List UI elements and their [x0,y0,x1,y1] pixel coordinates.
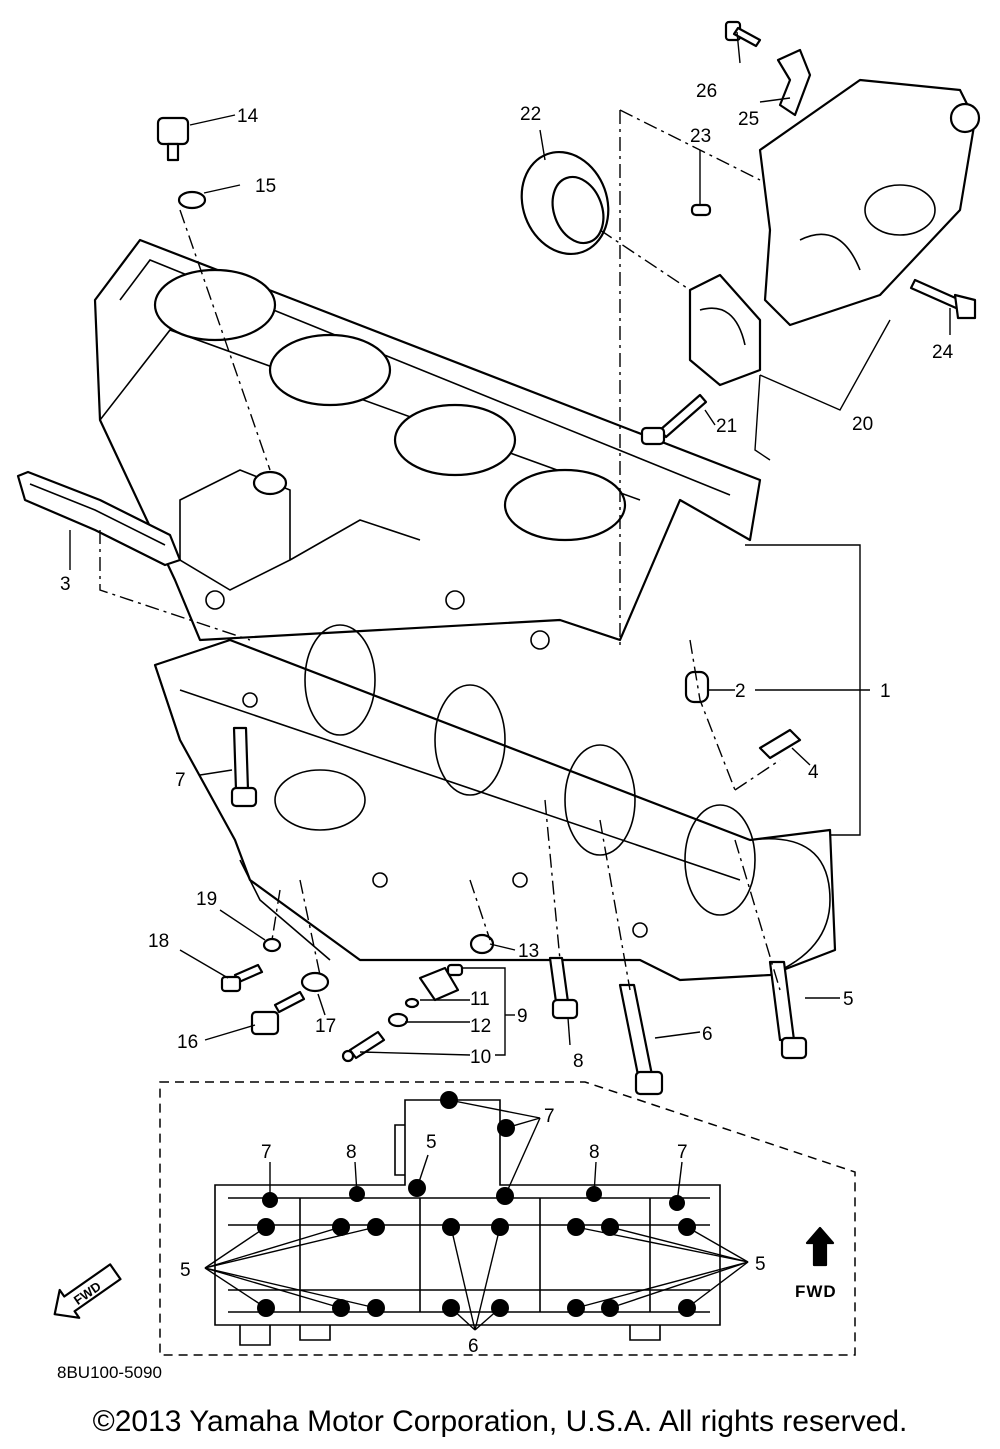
callout-16: 16 [177,1032,198,1053]
callout-9: 9 [517,1006,528,1027]
callout-22: 22 [520,104,541,125]
callout-17: 17 [315,1016,336,1037]
hardware [156,20,977,1096]
inset-callout-5-top: 5 [426,1132,437,1153]
callout-23: 23 [690,126,711,147]
inset-callout-7-top: 7 [544,1106,555,1127]
callout-25: 25 [738,109,759,130]
diagram-code: 8BU100-5090 [57,1363,162,1382]
callout-19: 19 [196,889,217,910]
callout-20: 20 [852,414,873,435]
callout-11: 11 [470,989,490,1010]
inset-callout-8-right: 8 [589,1142,600,1163]
callout-12: 12 [470,1016,491,1037]
callout-1: 1 [880,681,891,702]
callout-21: 21 [716,416,737,437]
fwd-badge-icon: FWD [53,1263,122,1319]
callout-14: 14 [237,106,259,127]
callout-6: 6 [702,1024,713,1045]
callout-24: 24 [932,342,954,363]
inset-callout-7-left: 7 [261,1142,272,1163]
lower-crankcase [153,624,837,982]
inset-callout-7-right: 7 [677,1142,688,1163]
bolt-layout-inset: 7 8 5 7 8 7 5 5 6 FWD FWD [53,1081,856,1357]
seal-housing [688,78,981,387]
callout-15: 15 [255,176,276,197]
gasket-plate [16,470,182,567]
bearing [520,150,610,256]
callout-2: 2 [735,681,746,702]
leader-lines [69,31,951,1056]
callout-7: 7 [175,770,186,791]
callout-3: 3 [60,574,71,595]
callout-4: 4 [808,762,819,783]
upper-crankcase [93,238,762,650]
callout-8: 8 [573,1051,584,1072]
callout-10: 10 [470,1047,491,1068]
callout-13: 13 [518,941,539,962]
alignment-lines [99,109,781,991]
copyright-notice: ©2013 Yamaha Motor Corporation, U.S.A. A… [92,1405,908,1438]
fwd-up-arrow-icon [805,1226,835,1267]
callout-labels: 1 2 3 4 5 6 7 8 9 10 11 12 13 14 15 16 1… [60,81,954,1072]
callout-26: 26 [696,81,717,102]
callout-18: 18 [148,931,169,952]
inset-callout-8-left: 8 [346,1142,357,1163]
inset-callout-5-left: 5 [180,1260,191,1281]
callout-5: 5 [843,989,854,1010]
inset-callout-5-right: 5 [755,1254,766,1275]
fwd-label: FWD [795,1282,837,1301]
inset-callout-6: 6 [468,1336,479,1357]
